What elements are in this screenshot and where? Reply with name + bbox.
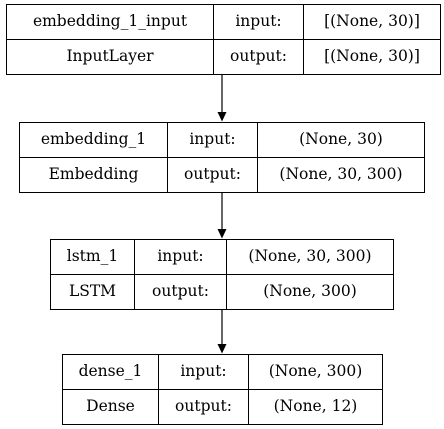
arrowhead-icon <box>217 229 227 239</box>
output-shape: (None, 12) <box>248 389 383 425</box>
layer-class: Dense <box>62 389 159 425</box>
output-label: output: <box>213 39 304 75</box>
layer-name: dense_1 <box>62 354 159 390</box>
layer-node-embedding-1: embedding_1 input: (None, 30) Embedding … <box>19 122 425 193</box>
input-label: input: <box>134 239 227 275</box>
input-label: input: <box>158 354 249 390</box>
layer-class: Embedding <box>19 157 168 193</box>
output-label: output: <box>158 389 249 425</box>
layer-node-embedding-1-input: embedding_1_input input: [(None, 30)] In… <box>6 4 441 75</box>
output-shape: (None, 300) <box>226 274 394 310</box>
arrowhead-icon <box>217 112 227 122</box>
output-label: output: <box>167 157 258 193</box>
input-shape: [(None, 30)] <box>303 4 441 40</box>
layer-class: LSTM <box>50 274 135 310</box>
layer-node-dense-1: dense_1 input: (None, 300) Dense output:… <box>62 354 383 425</box>
input-label: input: <box>167 122 258 158</box>
layer-name: embedding_1_input <box>6 4 214 40</box>
layer-name: embedding_1 <box>19 122 168 158</box>
output-shape: (None, 30, 300) <box>257 157 425 193</box>
layer-node-lstm-1: lstm_1 input: (None, 30, 300) LSTM outpu… <box>50 239 394 310</box>
input-label: input: <box>213 4 304 40</box>
input-shape: (None, 30) <box>257 122 425 158</box>
output-shape: [(None, 30)] <box>303 39 441 75</box>
layer-name: lstm_1 <box>50 239 135 275</box>
input-shape: (None, 300) <box>248 354 383 390</box>
layer-class: InputLayer <box>6 39 214 75</box>
arrowhead-icon <box>217 344 227 354</box>
input-shape: (None, 30, 300) <box>226 239 394 275</box>
output-label: output: <box>134 274 227 310</box>
